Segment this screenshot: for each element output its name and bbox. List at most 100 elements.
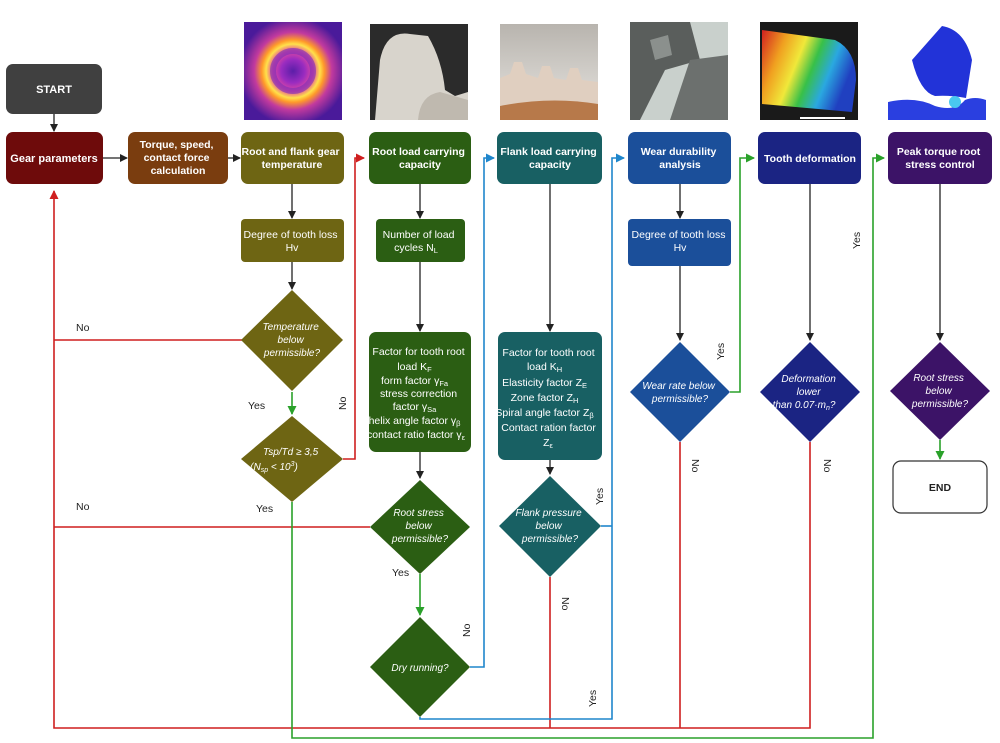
yes-label-wear-rate: Yes: [715, 343, 727, 360]
stress-simulation-image: [888, 22, 986, 120]
tsp-line-2a: (N: [250, 462, 261, 473]
deformation-image: [760, 22, 858, 120]
deformation-sub: n: [826, 405, 830, 412]
root-stress-line-2: below: [406, 521, 433, 532]
tsp-line-2b: < 10: [268, 462, 291, 473]
gear-parameters-box: Gear parameters: [6, 132, 103, 184]
temperature-line-1: Temperature: [262, 322, 319, 333]
flank-factor-sub-4: β: [589, 411, 594, 420]
no-label-temperature: No: [76, 322, 90, 334]
flank-factor-sub-2: E: [582, 381, 587, 390]
load-cycles-subscript: L: [434, 246, 438, 255]
degree-of-tooth-loss-box-1: Degree of tooth loss Hv: [241, 219, 344, 262]
root-stress-decision-2: Root stress below permissible?: [890, 342, 990, 440]
flank-factor-line-2: load K: [527, 361, 557, 373]
degree-loss-1-line-1: Degree of tooth loss: [244, 229, 338, 241]
root-stress-decision: Root stress below permissible?: [370, 480, 470, 574]
root-stress-2-label: Root stress below permissible?: [911, 373, 969, 410]
gear-parameters-label: Gear parameters: [10, 153, 97, 165]
temperature-decision: Temperature below permissible?: [241, 290, 343, 391]
root-load-line-1: Root load carrying: [372, 146, 465, 158]
root-stress-2-line-1: Root stress: [913, 373, 964, 384]
torque-line-3: calculation: [151, 165, 206, 177]
torque-label: Torque, speed, contact force calculation: [140, 139, 217, 177]
root-factor-line-1: Factor for tooth root: [372, 346, 464, 358]
degree-loss-1-line-2: Hv: [286, 242, 300, 254]
yes-label-root-stress: Yes: [392, 567, 409, 579]
tsp-td-decision-label: Tsp/Td ≥ 3,5 (Nsp < 103): [250, 447, 321, 474]
root-factor-line-3: form factor γ: [381, 375, 440, 387]
load-cycles-line-1: Number of load: [383, 229, 455, 241]
yes-label-temperature: Yes: [248, 400, 265, 412]
no-label-tsp: No: [337, 396, 349, 410]
wear-durability-line-1: Wear durability: [641, 146, 717, 158]
tsp-td-decision: Tsp/Td ≥ 3,5 (Nsp < 103): [241, 416, 343, 502]
flank-factor-sub-3: H: [573, 396, 578, 405]
dry-running-label: Dry running?: [391, 663, 449, 674]
root-load-label: Root load carrying capacity: [372, 146, 468, 171]
torque-line-1: Torque, speed,: [140, 139, 214, 151]
degree-of-tooth-loss-label-1: Degree of tooth loss Hv: [244, 229, 341, 254]
flank-pressure-line-1: Flank pressure: [516, 508, 583, 519]
degree-loss-2-line-2: Hv: [674, 242, 688, 254]
torque-box: Torque, speed, contact force calculation: [128, 132, 228, 184]
temperature-decision-label: Temperature below permissible?: [262, 322, 321, 359]
root-factor-sub-5: ε: [462, 433, 466, 442]
wear-rate-decision-label: Wear rate below permissible?: [642, 381, 717, 405]
start-node: START: [6, 64, 102, 114]
flank-pressure-line-3: permissible?: [521, 534, 579, 545]
tsp-line-2c: ): [294, 462, 298, 473]
flank-factor-line-4: Zone factor Z: [511, 392, 574, 404]
tooth-deformation-label: Tooth deformation: [764, 153, 856, 165]
peak-torque-line-2: stress control: [905, 159, 975, 171]
root-factor-sub-2: Fa: [439, 379, 449, 388]
flank-factor-line-5: Spiral angle factor Z: [495, 407, 590, 419]
wear-rate-line-2: permissible?: [651, 394, 709, 405]
root-load-box: Root load carrying capacity: [369, 132, 471, 184]
flank-pressure-decision-label: Flank pressure below permissible?: [516, 508, 585, 545]
yes-label-flank-pressure: Yes: [594, 488, 606, 505]
wear-durability-label: Wear durability analysis: [641, 146, 720, 171]
flank-load-box: Flank load carrying capacity: [497, 132, 602, 184]
root-factor-sub-1: F: [427, 365, 432, 374]
root-flank-temperature-line-1: Root and flank gear: [242, 146, 340, 158]
root-factor-line-6: helix angle factor γ: [369, 415, 457, 427]
root-factors-label: Factor for tooth root load KF form facto…: [367, 346, 468, 442]
tooth-deformation-box: Tooth deformation: [758, 132, 861, 184]
tsp-line-1: Tsp/Td ≥ 3,5: [263, 447, 319, 458]
gear-tooth-photo: [370, 24, 468, 120]
wear-durability-box: Wear durability analysis: [628, 132, 731, 184]
thermal-image: [244, 22, 342, 120]
branch-labels: No No Yes Yes Yes No No Yes Yes No Yes N…: [76, 232, 863, 707]
deformation-decision: Deformation lower than 0.07·mn?: [760, 342, 860, 442]
deformation-line-3b: ?: [830, 400, 836, 411]
number-of-load-cycles-box: Number of load cycles NL: [376, 219, 465, 262]
root-factor-line-4: stress correction: [380, 388, 457, 400]
root-factor-line-5: factor γ: [393, 401, 428, 413]
root-stress-line-3: permissible?: [391, 534, 449, 545]
torque-line-2: contact force: [144, 152, 210, 164]
peak-torque-box: Peak torque root stress control: [888, 132, 992, 184]
peak-torque-label: Peak torque root stress control: [897, 146, 983, 171]
root-stress-decision-label: Root stress below permissible?: [391, 508, 449, 545]
wear-rate-line-1: Wear rate below: [642, 381, 715, 392]
root-stress-2-line-2: below: [926, 386, 953, 397]
tsp-sup: 3: [291, 461, 295, 468]
deformation-decision-label: Deformation lower than 0.07·mn?: [773, 374, 839, 412]
root-factors-box: Factor for tooth root load KF form facto…: [367, 332, 471, 452]
root-factor-line-2: load K: [397, 361, 427, 373]
dry-running-decision: Dry running?: [370, 617, 470, 717]
no-label-root-stress: No: [76, 501, 90, 513]
root-stress-line-1: Root stress: [393, 508, 444, 519]
root-flank-temperature-box: Root and flank gear temperature: [241, 132, 344, 184]
end-node: END: [892, 460, 988, 514]
root-load-line-2: capacity: [399, 159, 441, 171]
yes-label-dry-running: Yes: [587, 690, 599, 707]
root-factor-sub-4: β: [456, 419, 461, 428]
wear-rate-decision: Wear rate below permissible?: [630, 342, 730, 442]
flank-load-line-1: Flank load carrying: [500, 146, 596, 158]
start-label: START: [36, 84, 72, 96]
temperature-line-2: below: [278, 335, 305, 346]
root-flank-temperature-label: Root and flank gear temperature: [242, 146, 343, 171]
